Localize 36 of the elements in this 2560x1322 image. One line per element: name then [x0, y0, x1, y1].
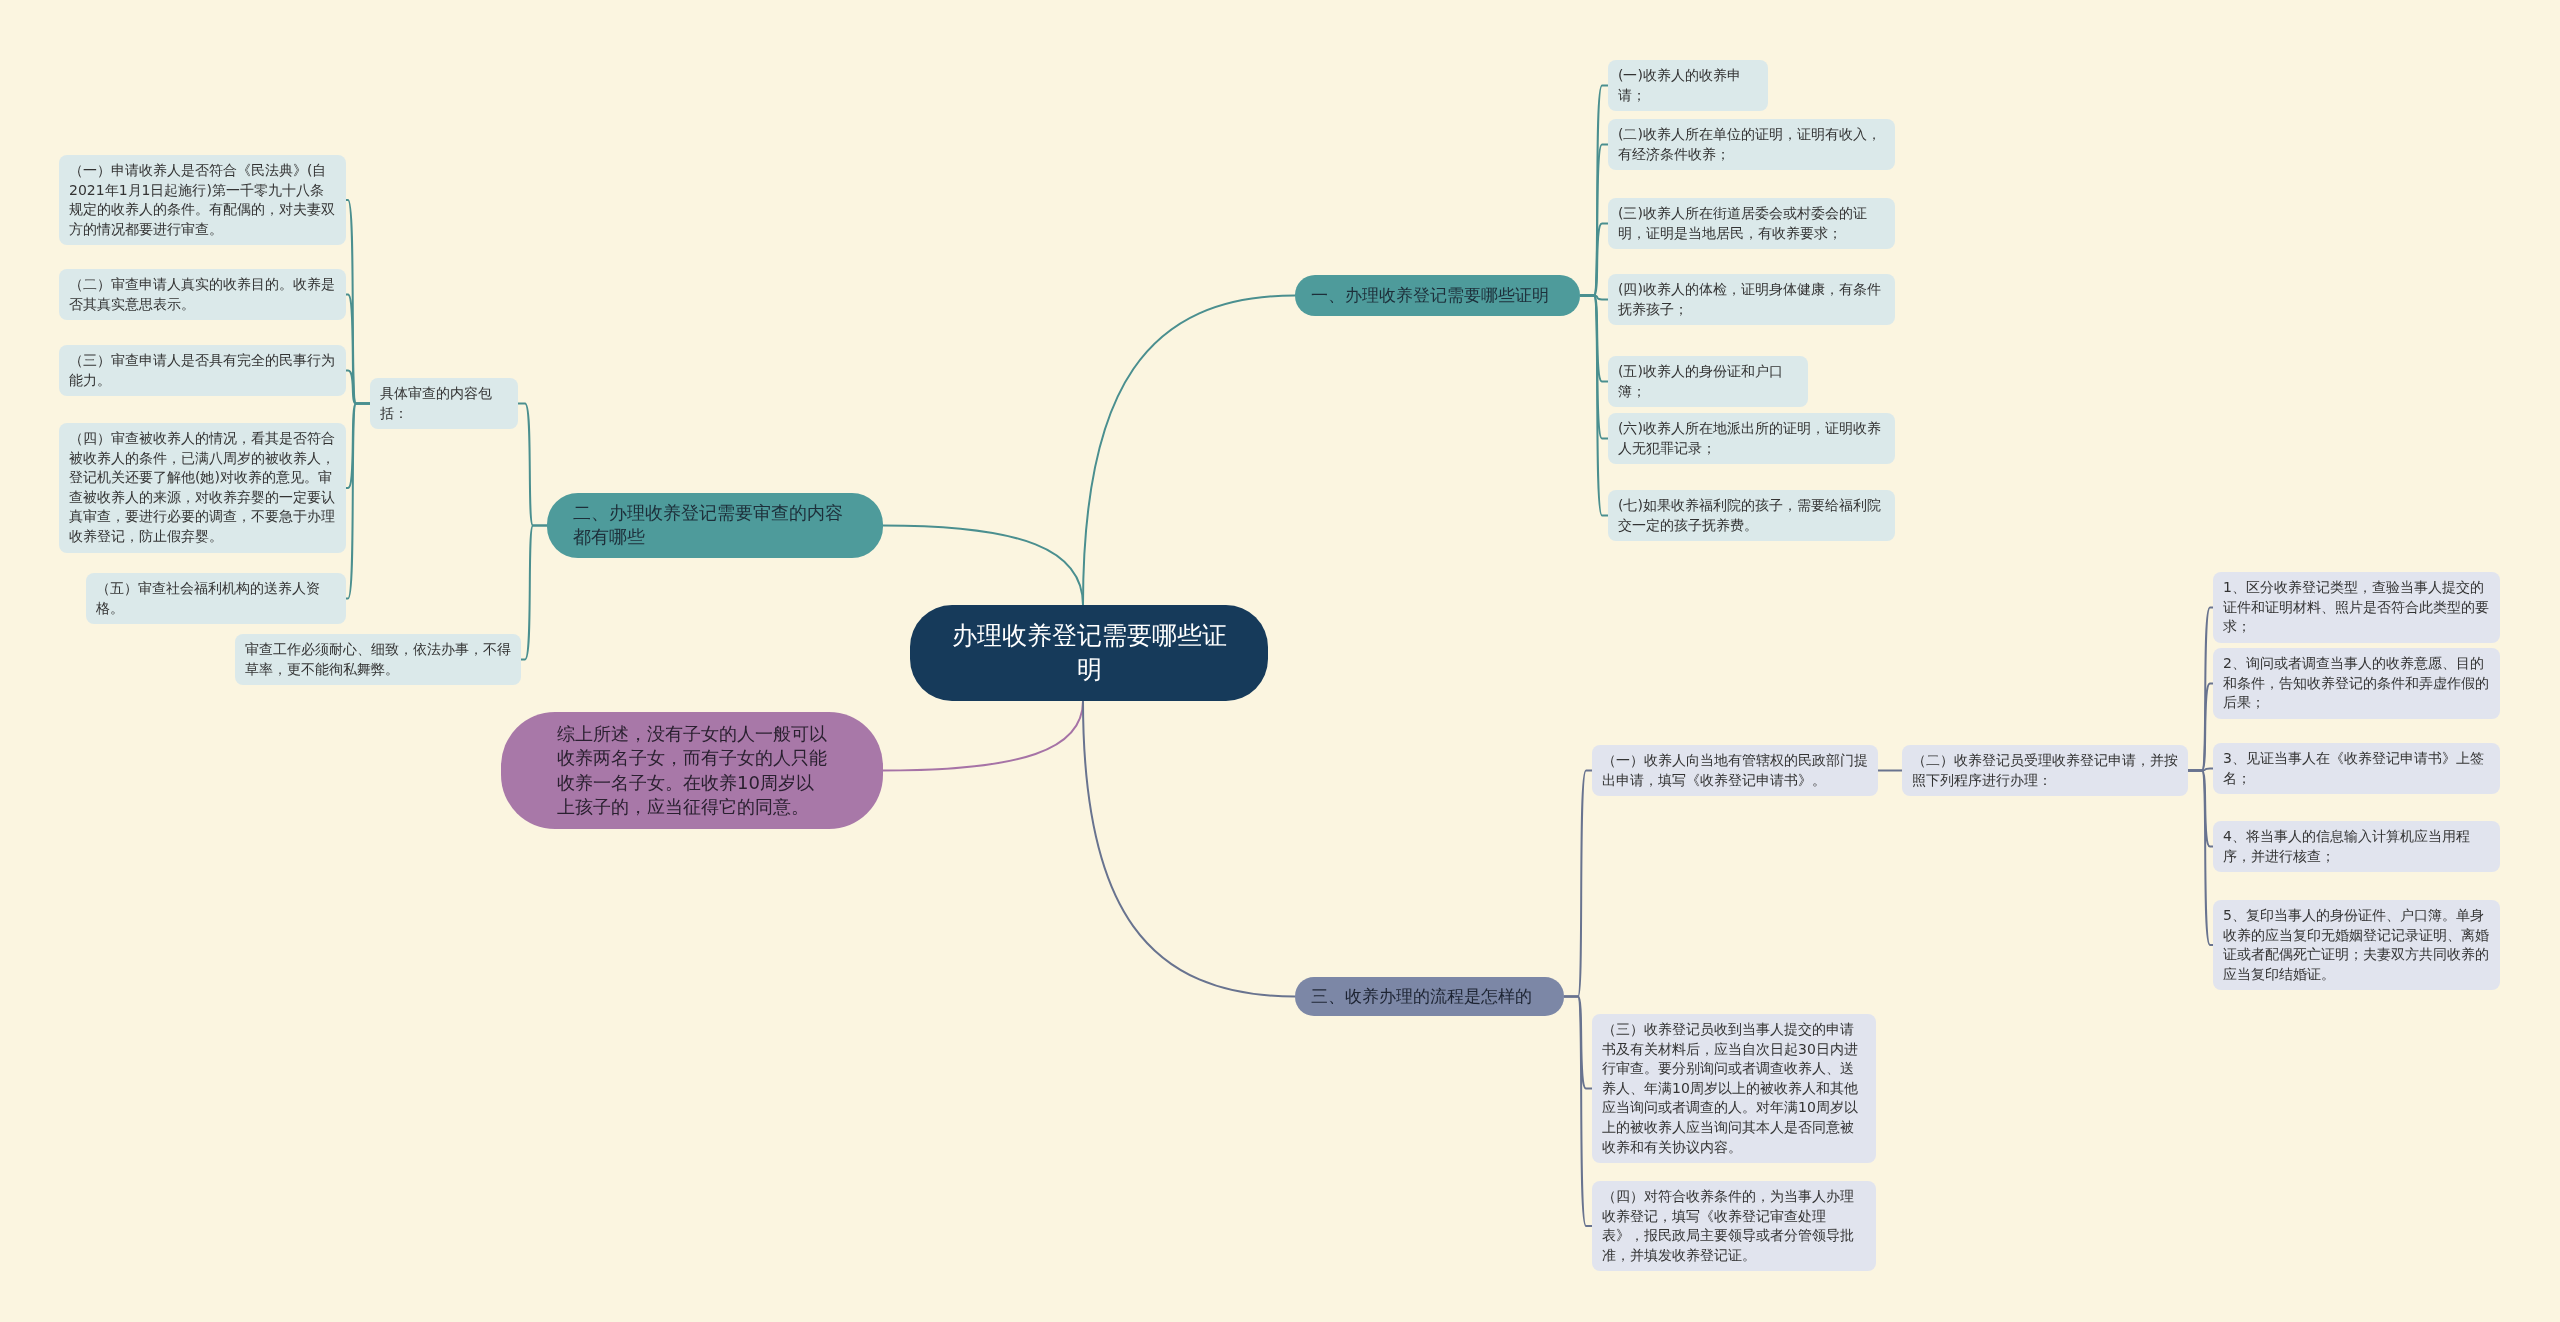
subtopic-box: （二）收养登记员受理收养登记申请，并按照下列程序进行办理： — [1902, 745, 2188, 797]
subtopic-box: (七)如果收养福利院的孩子，需要给福利院交一定的孩子抚养费。 — [1608, 490, 1895, 542]
subtopic-box: （四）审查被收养人的情况，看其是否符合被收养人的条件，已满八周岁的被收养人，登记机关还要了解他(她)对收养的意见。审查被收养人的来源，对收养弃婴的一定要认真审查，要进行必要的调查，不要急于办理收养登记，防止假弃婴。 — [59, 423, 346, 553]
connector — [1082, 700, 1296, 998]
connector — [345, 402, 371, 600]
subtopic-box: （五）审查社会福利机构的送养人资格。 — [86, 573, 346, 625]
connector — [520, 524, 548, 661]
connector — [1579, 294, 1609, 517]
subtopic-box: 具体审查的内容包括： — [370, 378, 518, 430]
subtopic-box: （一）申请收养人是否符合《民法典》(自2021年1月1日起施行)第一千零九十八条规定的收养人的条件。有配偶的，对夫妻双方的情况都要进行审查。 — [59, 155, 346, 246]
subtopic-box: （一）收养人向当地有管辖权的民政部门提出申请，填写《收养登记申请书》。 — [1592, 745, 1878, 797]
connector — [1877, 769, 1903, 772]
subtopic-box: 审查工作必须耐心、细致，依法办事，不得草率，更不能徇私舞弊。 — [235, 634, 521, 686]
subtopic-box: 5、复印当事人的身份证件、户口簿。单身收养的应当复印无婚姻登记记录证明、离婚证或者配偶死亡证明；夫妻双方共同收养的应当复印结婚证。 — [2213, 900, 2500, 991]
topic-box: 一、办理收养登记需要哪些证明 — [1295, 275, 1580, 316]
subtopic-box: （四）对符合收养条件的，为当事人办理收养登记，填写《收养登记审查处理表》，报民政局主要领导或者分管领导批准，并填发收养登记证。 — [1592, 1181, 1876, 1272]
subtopic-box: (六)收养人所在地派出所的证明，证明收养人无犯罪记录； — [1608, 413, 1895, 465]
subtopic-box: (二)收养人所在单位的证明，证明有收入，有经济条件收养； — [1608, 119, 1895, 171]
subtopic-box: 3、见证当事人在《收养登记申请书》上签名； — [2213, 743, 2500, 795]
subtopic-box: （三）收养登记员收到当事人提交的申请书及有关材料后，应当自次日起30日内进行审查。要分别询问或者调查收养人、送养人、年满10周岁以上的被收养人和其他应当询问或者调查的人。对年满10周岁以上的被收养人应当询问其本人是否同意被收养和有关协议内容。 — [1592, 1014, 1876, 1164]
subtopic-box: 1、区分收养登记类型，查验当事人提交的证件和证明材料、照片是否符合此类型的要求； — [2213, 572, 2500, 643]
topic-box: 三、收养办理的流程是怎样的 — [1295, 977, 1564, 1016]
subtopic-box: 4、将当事人的信息输入计算机应当用程序，并进行核查； — [2213, 821, 2500, 873]
subtopic-box: (四)收养人的体检，证明身体健康，有条件抚养孩子； — [1608, 274, 1895, 326]
connector — [2187, 769, 2214, 946]
central-topic: 办理收养登记需要哪些证明 — [910, 605, 1268, 701]
subtopic-box: （二）审查申请人真实的收养目的。收养是否其真实意思表示。 — [59, 269, 346, 321]
subtopic-box: （三）审查申请人是否具有完全的民事行为能力。 — [59, 345, 346, 397]
connector — [1563, 995, 1593, 1227]
subtopic-box: (一)收养人的收养申请； — [1608, 60, 1768, 112]
connector — [882, 524, 1084, 606]
subtopic-box: (三)收养人所在街道居委会或村委会的证明，证明是当地居民，有收养要求； — [1608, 198, 1895, 250]
subtopic-box: (五)收养人的身份证和户口簿； — [1608, 356, 1808, 408]
topic-box: 二、办理收养登记需要审查的内容都有哪些 — [547, 493, 883, 558]
subtopic-box: 2、询问或者调查当事人的收养意愿、目的和条件，告知收养登记的条件和弄虚作假的后果； — [2213, 648, 2500, 719]
topic-box: 综上所述，没有子女的人一般可以收养两名子女，而有子女的人只能收养一名子女。在收养10周岁以上孩子的，应当征得它的同意。 — [501, 712, 883, 830]
